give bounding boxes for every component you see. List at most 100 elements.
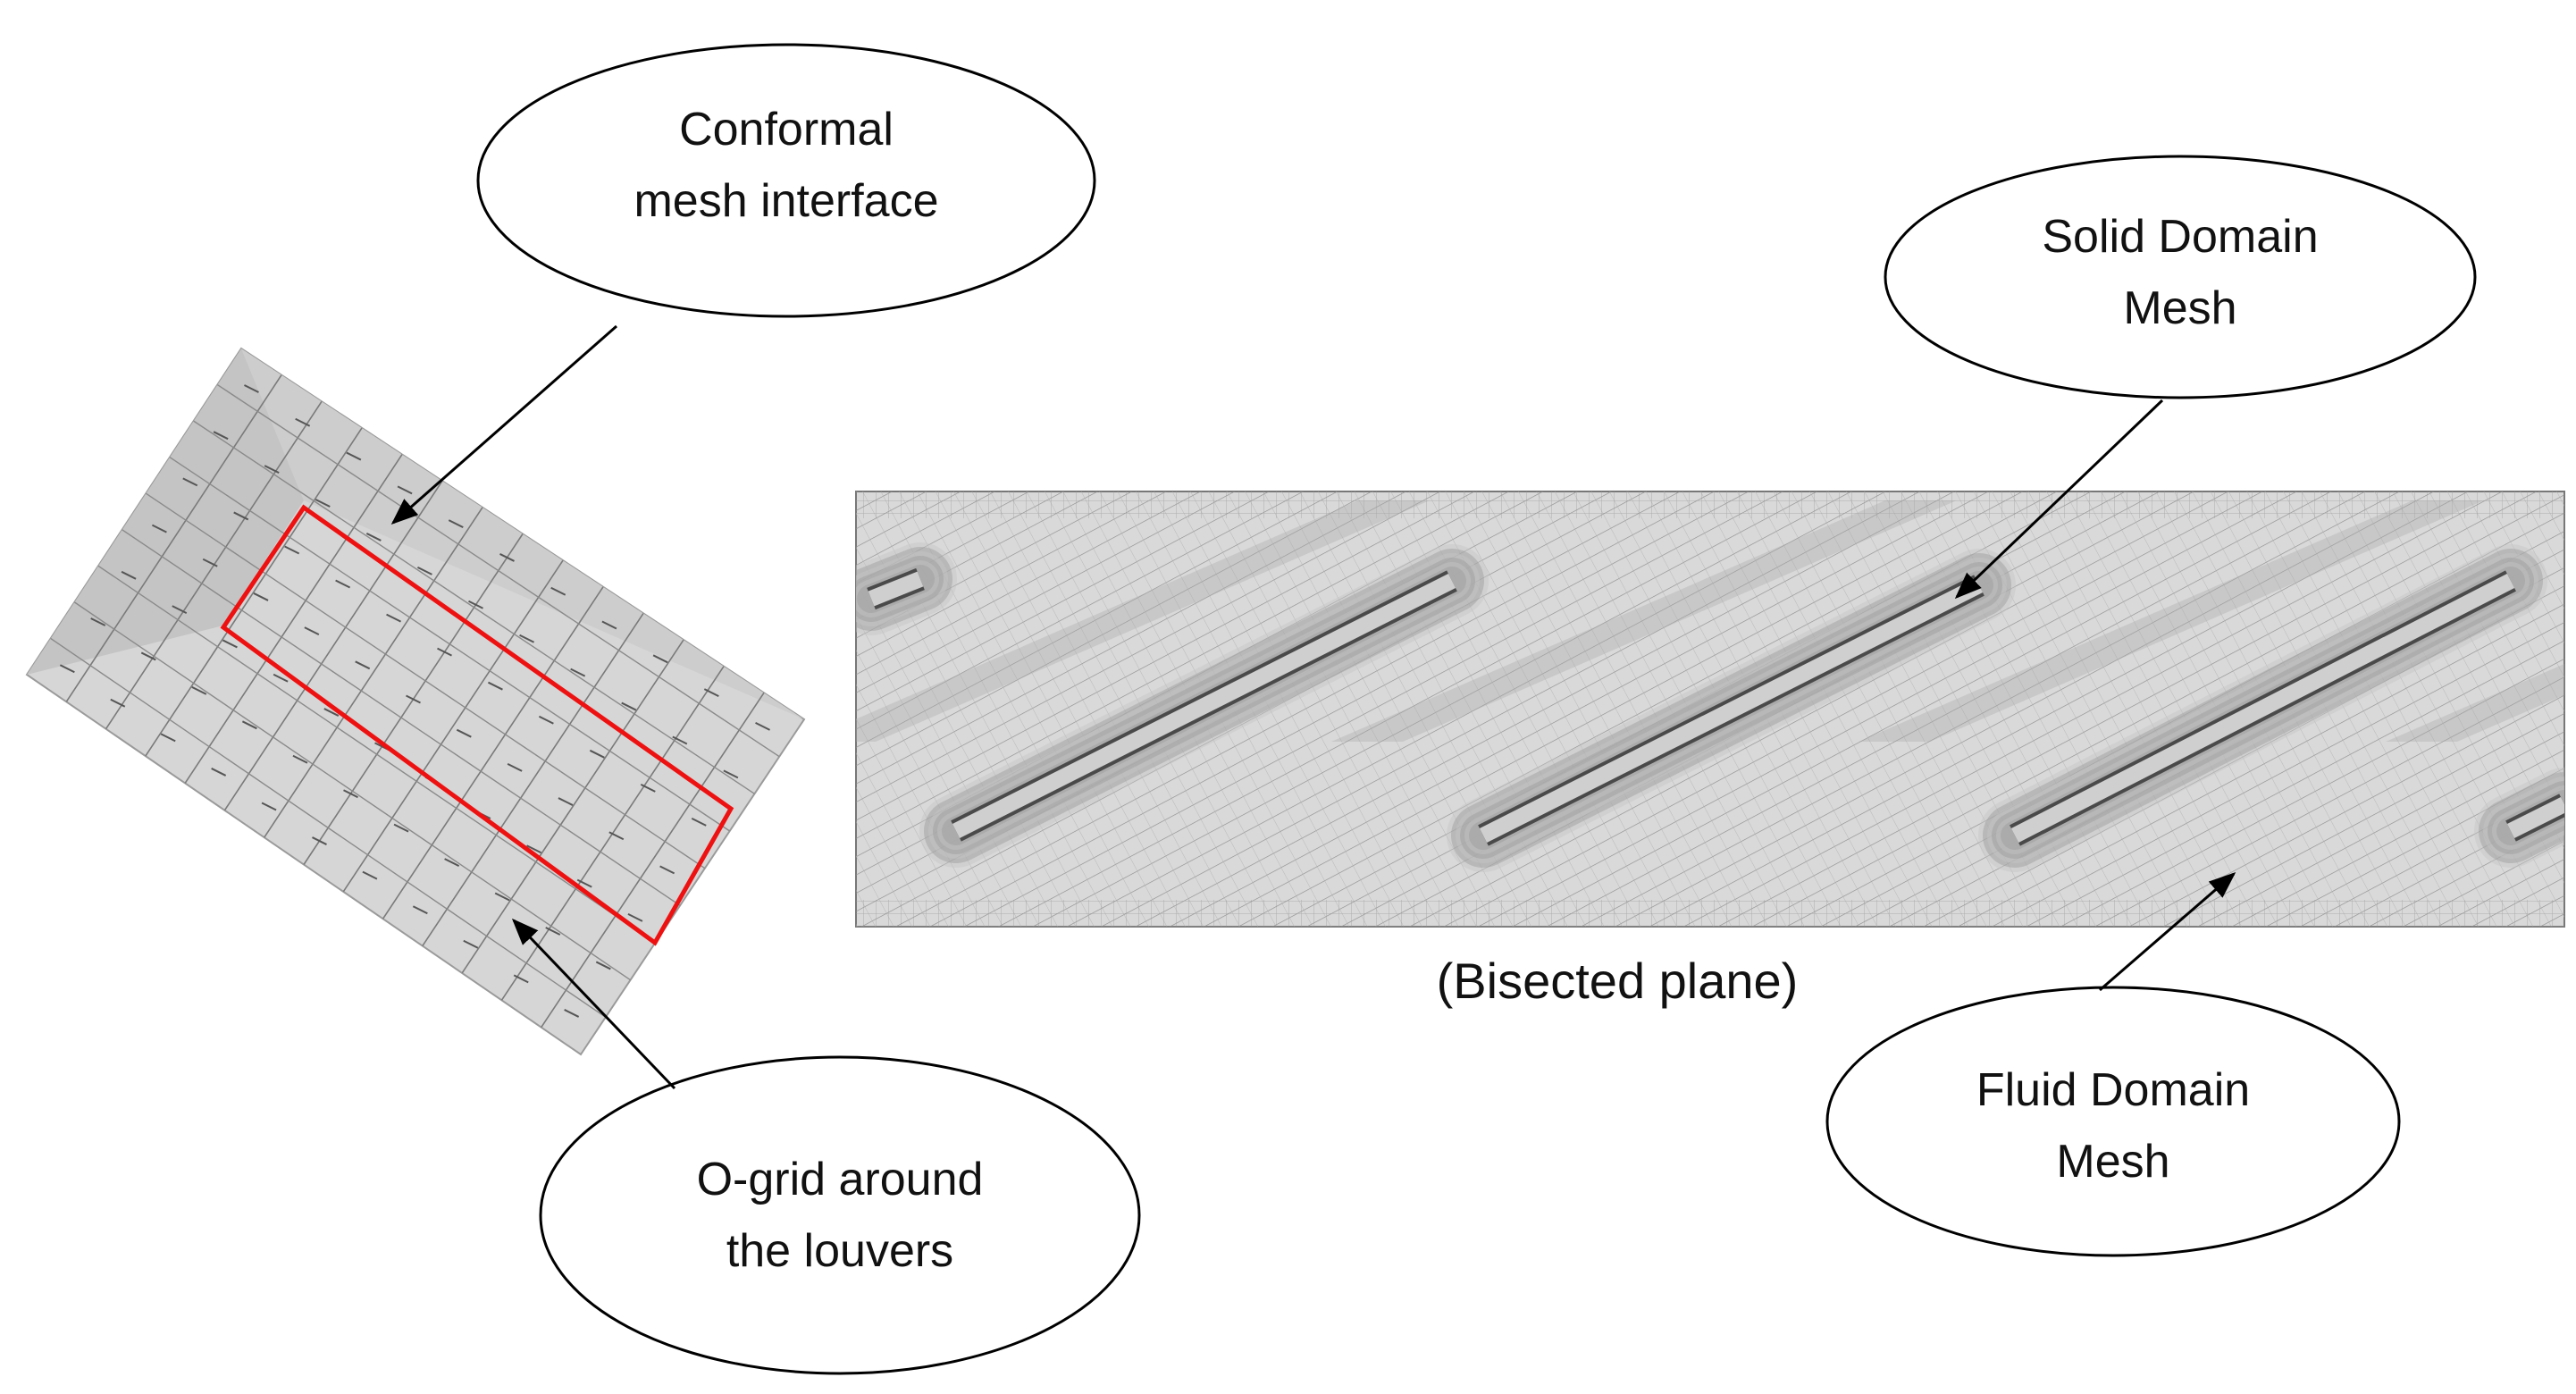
svg-text:Conformal: Conformal bbox=[679, 104, 894, 155]
svg-text:O-grid around: O-grid around bbox=[697, 1154, 984, 1205]
mesh-line bbox=[601, 620, 617, 630]
mesh-line bbox=[342, 559, 564, 893]
mesh-line bbox=[216, 383, 780, 758]
mesh-line bbox=[393, 823, 409, 833]
mesh-shade-band bbox=[1331, 500, 1957, 742]
mesh-line bbox=[507, 762, 523, 772]
mesh-line bbox=[468, 600, 483, 609]
mesh-line bbox=[541, 692, 765, 1029]
mesh-line bbox=[264, 465, 280, 474]
mesh-line bbox=[202, 558, 218, 567]
callout-conformal-line1: Conformal bbox=[679, 104, 894, 155]
callout-fluid-line2: Mesh bbox=[2056, 1136, 2169, 1188]
arrow-fluid bbox=[2099, 872, 2236, 992]
mesh-line bbox=[545, 927, 561, 936]
mesh-line bbox=[659, 865, 675, 875]
mesh-line bbox=[292, 754, 308, 764]
mesh-line bbox=[365, 533, 382, 542]
mesh-line bbox=[121, 570, 137, 580]
callout-conformal: Conformal mesh interface bbox=[476, 43, 1096, 318]
mesh-line bbox=[494, 892, 510, 902]
mesh-line bbox=[570, 668, 586, 677]
louver bbox=[856, 542, 957, 635]
arrow-solid bbox=[1954, 399, 2164, 600]
mesh-line bbox=[323, 708, 340, 717]
svg-text:mesh interface: mesh interface bbox=[634, 175, 938, 227]
mesh-line bbox=[448, 519, 464, 529]
callout-conformal-line2: mesh interface bbox=[634, 175, 938, 227]
mesh-line bbox=[755, 721, 770, 731]
callout-solid-line2: Mesh bbox=[2123, 282, 2236, 334]
mesh-line bbox=[184, 454, 403, 784]
mesh-line bbox=[264, 507, 483, 838]
mesh-line bbox=[241, 720, 257, 730]
mesh-line bbox=[122, 529, 681, 906]
mesh-line bbox=[213, 431, 229, 441]
callout-solid-line1: Solid Domain bbox=[2042, 211, 2318, 263]
mesh-line bbox=[461, 639, 684, 974]
mesh-line bbox=[65, 374, 282, 702]
mesh-line bbox=[456, 728, 472, 738]
mesh-line bbox=[576, 878, 592, 888]
mesh-line bbox=[145, 427, 363, 757]
callout-fluid: Fluid Domain Mesh bbox=[1825, 986, 2401, 1257]
mesh-line bbox=[621, 701, 637, 711]
mesh-line bbox=[193, 420, 755, 794]
interface-highlight bbox=[220, 504, 734, 946]
mesh-line bbox=[172, 605, 188, 615]
arrow-conformal bbox=[390, 324, 617, 525]
mesh-line bbox=[672, 735, 688, 745]
louver bbox=[919, 544, 1489, 868]
svg-text:Mesh: Mesh bbox=[2056, 1136, 2169, 1188]
mesh-line bbox=[723, 769, 739, 779]
mesh-line bbox=[140, 651, 156, 661]
mesh-line bbox=[608, 831, 625, 841]
mesh-line bbox=[253, 592, 269, 601]
mesh-line bbox=[284, 545, 300, 555]
mesh-shade-band bbox=[2386, 663, 2564, 742]
mesh-line bbox=[191, 685, 207, 695]
mesh-line bbox=[346, 451, 362, 461]
svg-text:the louvers: the louvers bbox=[726, 1225, 953, 1277]
mesh-line bbox=[652, 654, 668, 664]
mesh-line bbox=[444, 858, 460, 867]
mesh-line bbox=[519, 634, 535, 643]
svg-text:Fluid Domain: Fluid Domain bbox=[1976, 1064, 2250, 1116]
mesh-line bbox=[416, 566, 432, 575]
mesh-line bbox=[589, 749, 605, 759]
mesh-line bbox=[382, 586, 604, 920]
svg-text:Mesh: Mesh bbox=[2123, 282, 2236, 334]
mesh-line bbox=[244, 384, 259, 393]
arrow-ogrid bbox=[511, 918, 676, 1090]
mesh-line bbox=[513, 974, 529, 984]
callout-ogrid-line1: O-grid around bbox=[697, 1154, 984, 1205]
mesh-line bbox=[550, 586, 566, 596]
svg-text:Solid Domain: Solid Domain bbox=[2042, 211, 2318, 263]
callout-ogrid: O-grid around the louvers bbox=[539, 1055, 1141, 1375]
mesh-line bbox=[526, 844, 542, 854]
mesh-line bbox=[304, 626, 320, 636]
mesh-line bbox=[463, 939, 479, 949]
mesh-line bbox=[488, 681, 503, 691]
mesh-line bbox=[362, 870, 378, 880]
mesh-line bbox=[50, 637, 607, 1018]
mesh-line bbox=[160, 733, 176, 743]
mesh-line bbox=[169, 457, 731, 832]
mesh-shade-band bbox=[856, 500, 1430, 742]
mesh-line bbox=[222, 639, 238, 649]
mesh-line bbox=[110, 698, 126, 708]
bisected-plane-caption: (Bisected plane) bbox=[1437, 953, 1799, 1009]
louver-block-mesh bbox=[25, 347, 806, 1056]
mesh-line bbox=[355, 660, 371, 670]
mesh-line bbox=[97, 565, 656, 944]
mesh-line bbox=[273, 673, 289, 683]
mesh-line bbox=[386, 613, 401, 623]
mesh-line bbox=[412, 905, 428, 915]
louver bbox=[1978, 544, 2547, 872]
mesh-line bbox=[315, 499, 331, 508]
mesh-line bbox=[182, 477, 198, 487]
mesh-line bbox=[422, 612, 644, 947]
svg-text:(Bisected plane): (Bisected plane) bbox=[1437, 953, 1799, 1009]
mesh-line bbox=[406, 694, 421, 704]
mesh-line bbox=[90, 617, 106, 626]
